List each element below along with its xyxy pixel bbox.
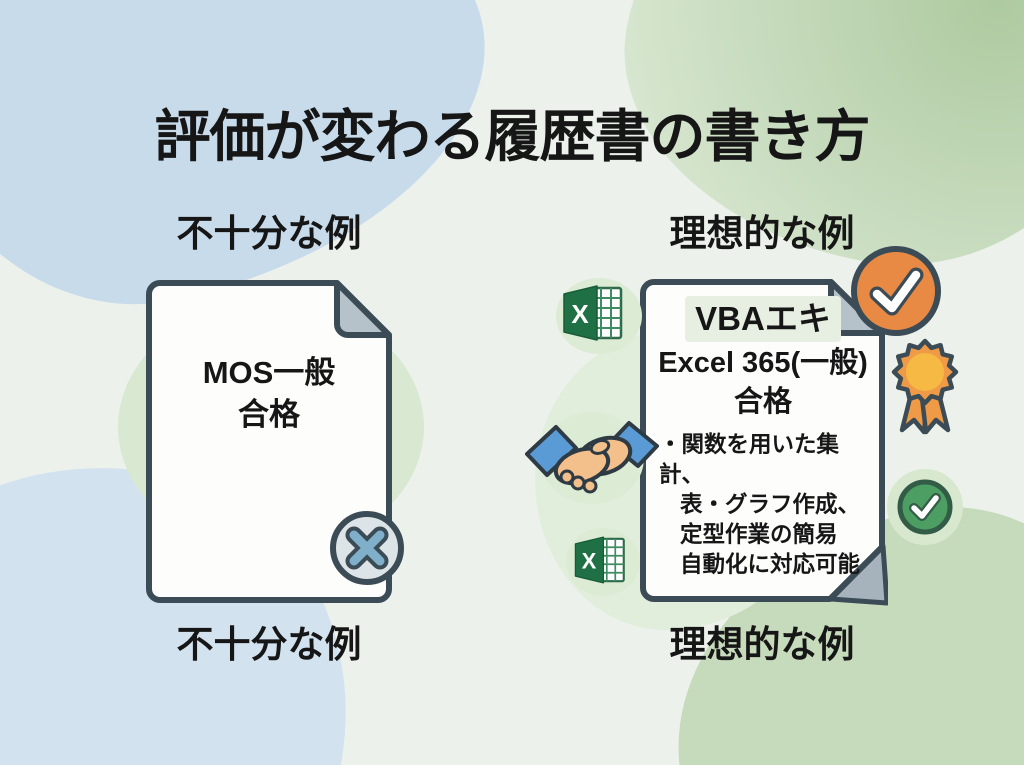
left-column-footer: 不十分な例	[176, 624, 362, 665]
excel-x-letter: X	[571, 299, 589, 329]
ribbon-medal-icon	[891, 338, 959, 435]
right-column-footer: 理想的な例	[669, 624, 855, 665]
check-circle-orange-icon	[851, 246, 941, 336]
x-mark-circle-icon	[330, 511, 404, 585]
right-resume-bullets: ・関数を用いた集計、 表・グラフ作成、 定型作業の簡易 自動化に対応可能	[659, 430, 875, 580]
right-resume-title-text: VBAエキ	[685, 296, 841, 342]
left-resume-line1: MOS一般	[202, 355, 336, 390]
right-resume-result: 合格	[733, 386, 792, 418]
excel-x-letter: X	[582, 548, 597, 573]
check-circle-green-icon	[897, 479, 953, 535]
right-resume-cert: Excel 365(一般)	[658, 347, 868, 379]
bullet-line: 表・グラフ作成、	[680, 492, 861, 517]
excel-icon: X	[563, 285, 623, 341]
left-resume-paper	[146, 280, 392, 603]
bullet-line: 自動化に対応可能	[680, 552, 861, 577]
excel-icon: X	[574, 536, 625, 584]
left-resume-line2: 合格	[238, 397, 300, 432]
page-title: 評価が変わる履歴書の書き方	[154, 105, 871, 168]
right-resume-paper	[640, 279, 888, 606]
left-column-header: 不十分な例	[176, 213, 362, 254]
right-resume-title: VBAエキ	[655, 296, 871, 342]
bullet-line: 定型作業の簡易	[680, 522, 838, 547]
right-column-header: 理想的な例	[669, 213, 855, 254]
handshake-icon	[525, 421, 659, 494]
bullet-line: ・関数を用いた集計、	[659, 432, 840, 487]
left-resume-text: MOS一般 合格	[160, 352, 378, 436]
right-resume-subtitle: Excel 365(一般) 合格	[650, 344, 876, 422]
